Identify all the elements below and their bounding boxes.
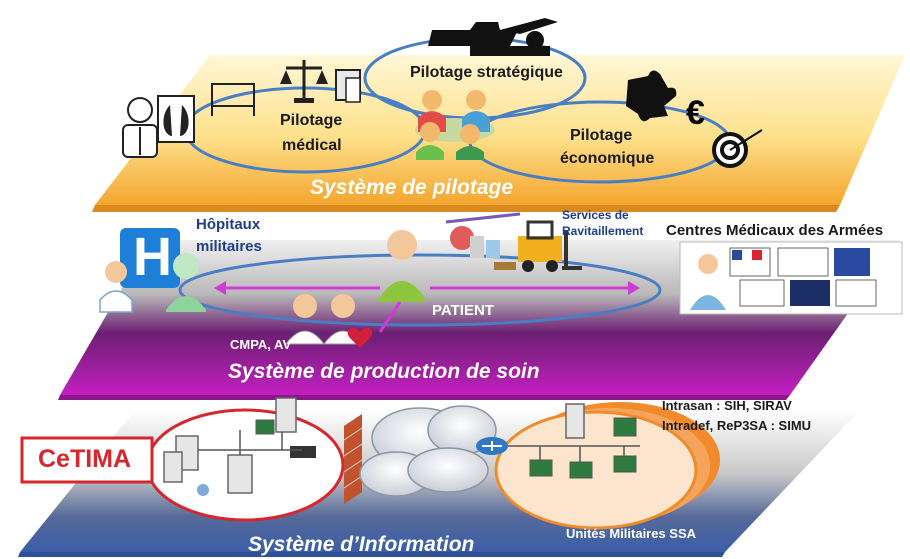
unites-ring-front bbox=[494, 410, 698, 530]
target-icon bbox=[712, 129, 763, 168]
hospital-h-icon bbox=[120, 228, 180, 288]
arrow-head-right bbox=[628, 281, 640, 295]
information-band-title: Système d’Information bbox=[248, 533, 475, 556]
supplies-icon bbox=[445, 212, 521, 258]
team-meeting-icon bbox=[415, 90, 495, 160]
centres-medicaux-panel bbox=[679, 241, 903, 315]
pilotage-band-shadow bbox=[92, 205, 840, 212]
intrasan-label: Intrasan : SIH, SIRAV bbox=[662, 398, 792, 413]
firewall-icon bbox=[343, 414, 363, 504]
production-band-title: Système de production de soin bbox=[228, 360, 540, 383]
pilotage-strategique-label: Pilotage stratégique bbox=[410, 64, 563, 81]
patient-icon bbox=[378, 230, 426, 302]
medical-cabinet-icon bbox=[335, 69, 361, 103]
hopitaux-label-1: Hôpitaux bbox=[196, 216, 261, 233]
military-vehicles-icon bbox=[428, 18, 558, 56]
pilotage-economique-label-1: Pilotage bbox=[570, 127, 633, 144]
cetima-servers-icon bbox=[163, 397, 316, 496]
router-icon bbox=[476, 437, 508, 455]
pilotage-economique-label-2: économique bbox=[560, 150, 655, 167]
forklift-icon bbox=[494, 220, 582, 272]
internet-cloud-icon bbox=[359, 405, 497, 497]
doctor-icon bbox=[122, 97, 158, 158]
arrow-head-left bbox=[214, 281, 226, 295]
unites-network-icon bbox=[508, 403, 640, 479]
euro-icon: € bbox=[686, 94, 705, 132]
patient-arrow-down bbox=[378, 301, 402, 333]
centres-medicaux-label: Centres Médicaux des Armées bbox=[666, 222, 884, 239]
heart-icon bbox=[347, 327, 373, 348]
surgeon-icon bbox=[166, 253, 206, 312]
pilotage-medical-label-2: médical bbox=[282, 137, 342, 154]
lungs-icon bbox=[157, 95, 195, 143]
services-label-2: Ravitaillement bbox=[562, 224, 644, 238]
pilotage-medical-label-1: Pilotage bbox=[280, 112, 343, 129]
pilotage-band-title: Système de pilotage bbox=[310, 176, 514, 199]
services-label-1: Services de bbox=[562, 208, 629, 222]
balance-scale-icon bbox=[280, 60, 328, 103]
intradef-label: Intradef, ReP3SA : SIMU bbox=[662, 418, 812, 433]
cetima-label-box bbox=[20, 436, 154, 484]
hopitaux-label-2: militaires bbox=[196, 238, 262, 255]
nurse-icon bbox=[99, 261, 133, 313]
hospital-h-letter: H bbox=[133, 227, 172, 287]
cmpa-label: CMPA, AV bbox=[230, 337, 292, 352]
unites-label: Unités Militaires SSA bbox=[566, 526, 697, 541]
information-band-edge bbox=[18, 552, 725, 557]
patient-pathway-ellipse bbox=[178, 253, 662, 327]
production-band-shadow bbox=[58, 395, 790, 400]
cetima-label: CeTIMA bbox=[38, 445, 132, 473]
hospital-bed-icon bbox=[211, 83, 255, 116]
puzzle-icon bbox=[626, 70, 677, 122]
patient-label: PATIENT bbox=[432, 302, 494, 319]
